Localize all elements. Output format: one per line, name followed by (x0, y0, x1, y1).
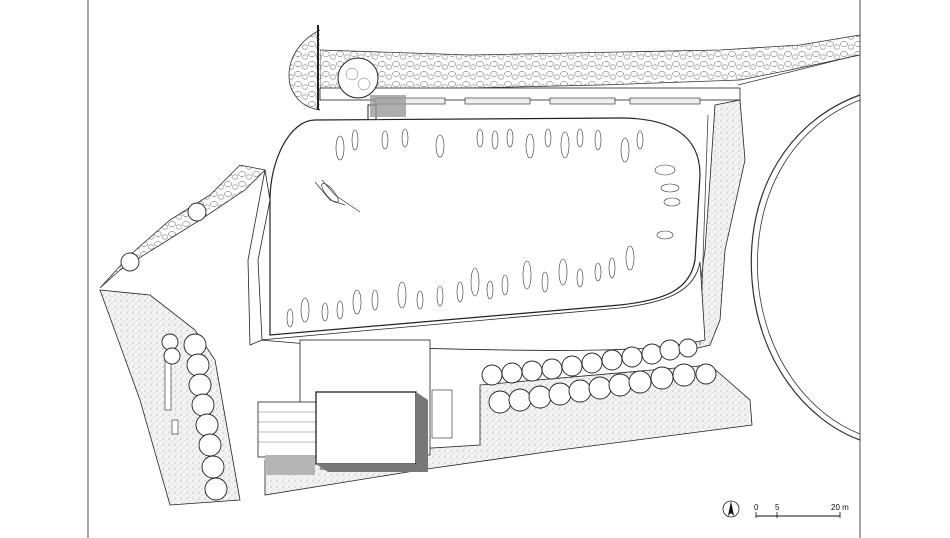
north-arrow-icon (722, 500, 740, 518)
tree-icon (528, 385, 552, 409)
tree-icon (481, 364, 503, 386)
tree-icon (337, 57, 379, 99)
tree-icon (191, 393, 215, 417)
tree-row-south (481, 338, 717, 414)
tree-icon (195, 413, 219, 437)
tree-icon (541, 358, 563, 380)
tree-icon (608, 373, 632, 397)
building-roof (315, 391, 417, 465)
tree-icon (672, 363, 696, 387)
tree-icon (548, 382, 572, 406)
north-quay-sheds (374, 97, 701, 105)
tree-icon (161, 333, 179, 351)
tree-icon (198, 433, 222, 457)
tree-row-west (120, 202, 228, 501)
tree-icon (621, 346, 643, 368)
scale-label-20m: 20 m (831, 503, 849, 512)
tree-icon (488, 390, 512, 414)
tree-icon (204, 477, 228, 501)
round-track (750, 94, 861, 441)
tree-icon (568, 379, 592, 403)
tree-icon (641, 343, 663, 365)
tree-icon (628, 370, 652, 394)
tree-icon (581, 352, 603, 374)
tree-icon (120, 252, 140, 272)
tree-icon (588, 376, 612, 400)
scale-label-5: 5 (775, 503, 780, 512)
moored-boats (286, 128, 681, 328)
east-gravel (689, 99, 746, 351)
terrace (257, 401, 319, 458)
tree-icon (561, 355, 583, 377)
harbour-basin (269, 117, 701, 336)
sailboat-icon (314, 179, 361, 213)
tree-icon (695, 363, 717, 385)
tree-icon (183, 333, 207, 357)
tree-icon (163, 347, 181, 365)
tree-icon (678, 338, 698, 358)
tree-icon (601, 349, 623, 371)
tree-icon (188, 373, 212, 397)
tree-icon (508, 388, 532, 412)
tree-icon (659, 339, 681, 361)
tree-icon (201, 455, 225, 479)
tree-icon (186, 353, 210, 377)
tree-icon (501, 362, 523, 384)
tree-icon (521, 360, 543, 382)
tree-icon (187, 202, 207, 222)
scale-bar: 0 5 20 m (754, 503, 849, 518)
scale-label-0: 0 (754, 503, 759, 512)
north-breakwater (319, 34, 861, 91)
tree-icon (650, 366, 674, 390)
